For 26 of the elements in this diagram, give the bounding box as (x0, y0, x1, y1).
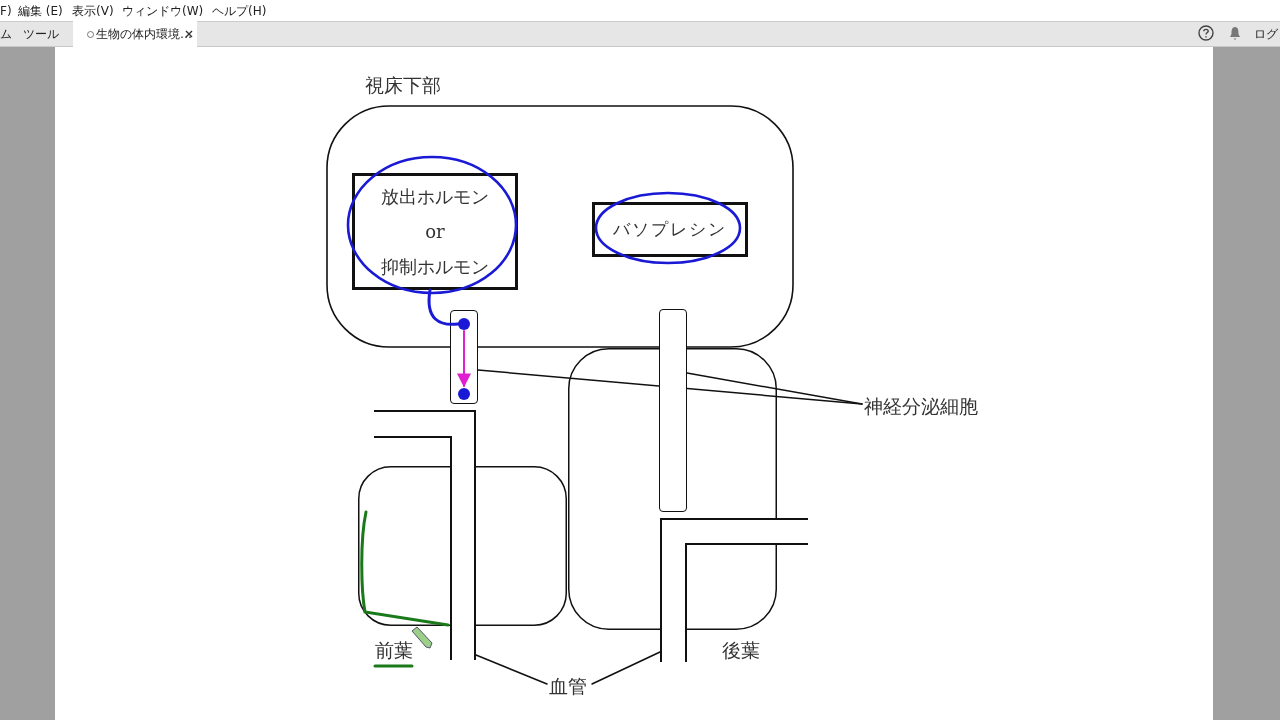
leader-line (686, 372, 863, 405)
blood-vessel (374, 410, 476, 660)
menu-item: ヘルプ(H) (212, 4, 267, 18)
leader-line (475, 654, 548, 685)
menu-item: F) (0, 4, 12, 18)
leader-line (477, 369, 863, 405)
lobe-label: 前葉 (375, 638, 413, 662)
blood-vessel (660, 518, 808, 662)
hormone-box: 放出ホルモン or 抑制ホルモン (352, 173, 518, 290)
hormone-box: バソプレシン (592, 202, 748, 257)
document-tab: 生物の体内環境… (73, 21, 197, 47)
dot-marker (457, 387, 470, 400)
sign-in-link: ログ (1254, 27, 1278, 41)
tab-label: ム (0, 27, 12, 41)
callout-label: 血管 (549, 675, 591, 697)
leader-line (591, 651, 661, 685)
callout-label: 神経分泌細胞 (864, 395, 988, 417)
menu-item: 表示(V) (72, 4, 114, 18)
tab-label: ツール (23, 27, 59, 41)
menu-item: 編集 (E) (18, 4, 63, 18)
arrow (457, 330, 471, 388)
lobe-label: 後葉 (722, 638, 760, 662)
menu-item: ウィンドウ(W) (122, 4, 204, 18)
cell-body (659, 309, 687, 512)
region-heading: 視床下部 (365, 73, 441, 97)
connector-line (427, 288, 460, 326)
